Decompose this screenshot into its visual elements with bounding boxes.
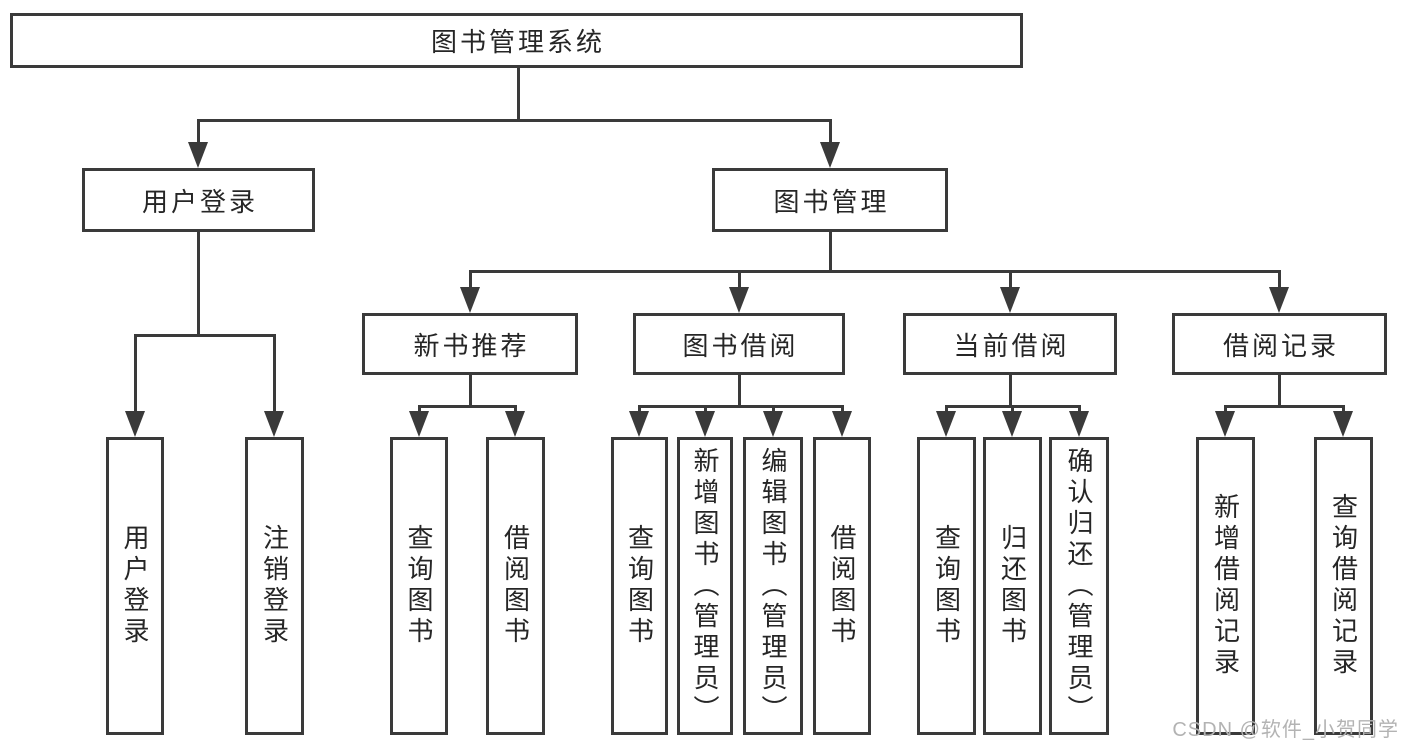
arrowhead-leaf-current-query	[936, 411, 956, 437]
arrowhead-mgmt	[820, 142, 840, 168]
arrowhead-leaf-logout	[264, 411, 284, 437]
node-book-borrow-label: 图书借阅	[682, 330, 799, 361]
edge-borrow-bus	[638, 405, 843, 408]
arrowhead-book-borrow	[729, 287, 749, 313]
arrowhead-leaf-borrow-query	[629, 411, 649, 437]
edge-record-bus	[1224, 405, 1344, 408]
node-user-login-label: 用户登录	[141, 186, 258, 217]
leaf-current-return-label: 归还图书	[997, 524, 1028, 648]
edge-root-drop-mgmt	[829, 119, 832, 147]
edge-current-stem	[1009, 375, 1012, 408]
edge-mgmt-drop-1	[469, 270, 472, 292]
edge-borrow-stem	[738, 375, 741, 408]
node-book-mgmt: 图书管理	[712, 168, 948, 232]
edge-root-drop-login	[197, 119, 200, 147]
leaf-record-query: 查询借阅记录	[1314, 437, 1373, 735]
edge-record-stem	[1278, 375, 1281, 408]
leaf-current-confirm: 确认归还（管理员）	[1049, 437, 1109, 735]
leaf-borrow-add-label: 新增图书（管理员）	[690, 446, 720, 726]
arrowhead-leaf-record-query	[1333, 411, 1353, 437]
leaf-user-login-label: 用户登录	[120, 524, 150, 648]
node-user-login: 用户登录	[82, 168, 315, 232]
leaf-borrow-borrow-label: 借阅图书	[827, 524, 857, 648]
node-current-borrow: 当前借阅	[903, 313, 1117, 375]
edge-login-bus	[134, 334, 276, 337]
leaf-borrow-query: 查询图书	[611, 437, 668, 735]
edge-mgmt-bus	[469, 270, 1281, 273]
arrowhead-new-book-rec	[460, 287, 480, 313]
edge-mgmt-drop-4	[1278, 270, 1281, 292]
arrowhead-leaf-borrow-add	[695, 411, 715, 437]
leaf-newbook-borrow-label: 借阅图书	[500, 524, 531, 648]
edge-login-drop-1	[134, 334, 137, 414]
edge-login-drop-2	[273, 334, 276, 414]
node-current-borrow-label: 当前借阅	[953, 330, 1070, 361]
leaf-borrow-borrow: 借阅图书	[813, 437, 871, 735]
leaf-borrow-query-label: 查询图书	[624, 524, 655, 648]
leaf-newbook-borrow: 借阅图书	[486, 437, 545, 735]
node-borrow-record-label: 借阅记录	[1222, 330, 1339, 361]
edge-mgmt-stem	[829, 232, 832, 273]
node-book-borrow: 图书借阅	[633, 313, 845, 375]
node-new-book-rec: 新书推荐	[362, 313, 578, 375]
node-book-mgmt-label: 图书管理	[773, 186, 890, 217]
csdn-watermark: CSDN @软件_小贺同学	[1172, 719, 1399, 741]
leaf-logout-label: 注销登录	[259, 524, 290, 648]
edge-mgmt-drop-3	[1009, 270, 1012, 292]
leaf-newbook-query: 查询图书	[390, 437, 448, 735]
arrowhead-leaf-borrow-borrow	[832, 411, 852, 437]
leaf-current-query-label: 查询图书	[931, 524, 962, 648]
edge-root-bus	[197, 119, 831, 122]
arrowhead-leaf-newbook-query	[409, 411, 429, 437]
leaf-borrow-edit-label: 编辑图书（管理员）	[758, 446, 788, 726]
leaf-borrow-add: 新增图书（管理员）	[677, 437, 733, 735]
arrowhead-leaf-record-add	[1215, 411, 1235, 437]
arrowhead-leaf-current-return	[1002, 411, 1022, 437]
edge-root-stem	[517, 68, 520, 122]
arrowhead-current-borrow	[1000, 287, 1020, 313]
arrowhead-leaf-user-login	[125, 411, 145, 437]
leaf-record-query-label: 查询借阅记录	[1328, 493, 1359, 679]
leaf-current-return: 归还图书	[983, 437, 1042, 735]
node-borrow-record: 借阅记录	[1172, 313, 1387, 375]
arrowhead-login	[188, 142, 208, 168]
leaf-record-add: 新增借阅记录	[1196, 437, 1255, 735]
leaf-logout: 注销登录	[245, 437, 304, 735]
edge-newbook-bus	[418, 405, 517, 408]
arrowhead-leaf-current-confirm	[1069, 411, 1089, 437]
leaf-current-query: 查询图书	[917, 437, 976, 735]
node-root-label: 图书管理系统	[430, 27, 605, 57]
node-new-book-rec-label: 新书推荐	[413, 330, 530, 361]
arrowhead-borrow-record	[1269, 287, 1289, 313]
leaf-record-add-label: 新增借阅记录	[1210, 493, 1241, 679]
leaf-user-login: 用户登录	[106, 437, 164, 735]
edge-mgmt-drop-2	[738, 270, 741, 292]
leaf-borrow-edit: 编辑图书（管理员）	[743, 437, 803, 735]
node-root: 图书管理系统	[10, 13, 1023, 68]
edge-newbook-stem	[469, 375, 472, 408]
arrowhead-leaf-borrow-edit	[763, 411, 783, 437]
arrowhead-leaf-newbook-borrow	[505, 411, 525, 437]
leaf-current-confirm-label: 确认归还（管理员）	[1064, 446, 1094, 726]
edge-login-stem	[197, 232, 200, 336]
leaf-newbook-query-label: 查询图书	[404, 524, 434, 648]
